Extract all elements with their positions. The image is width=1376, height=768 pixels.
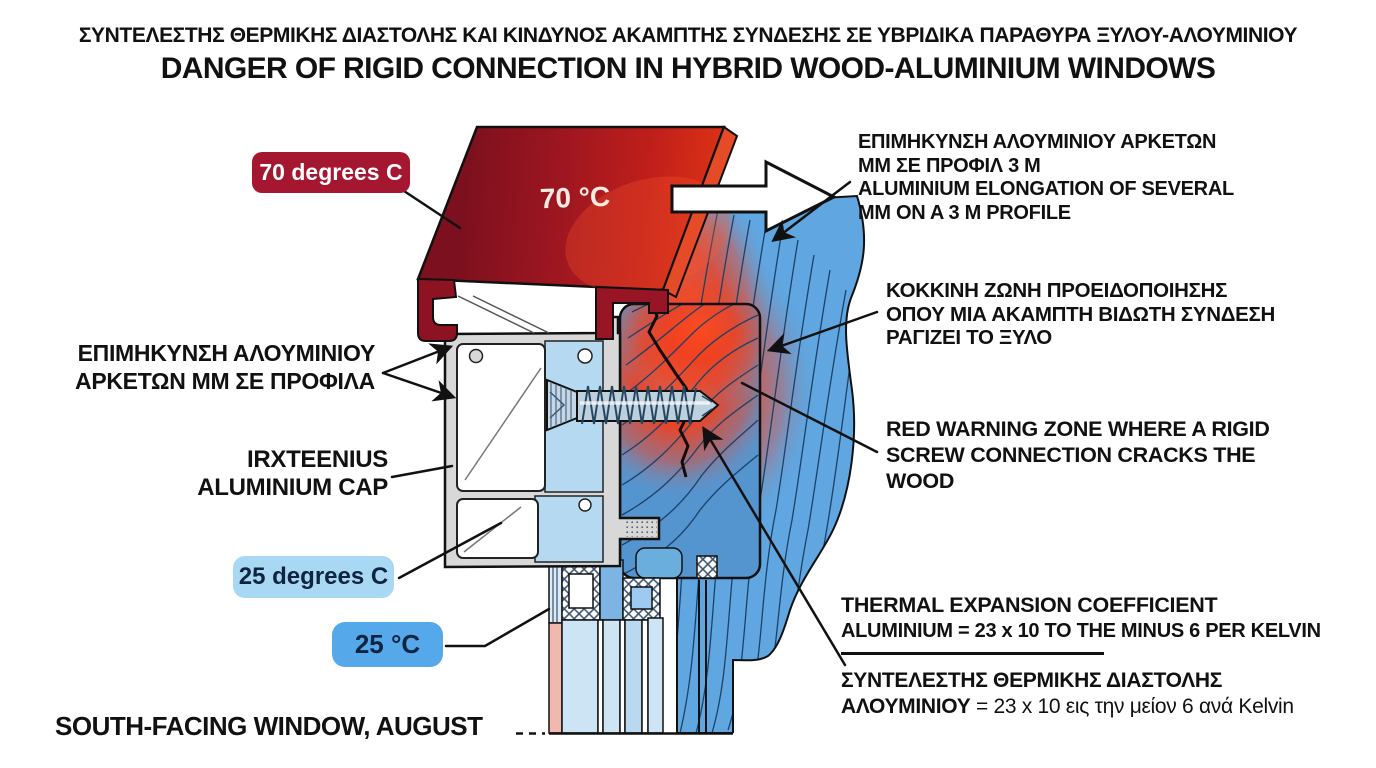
label-line: ΕΠΙΜΗΚΥΝΣΗ ΑΛΟΥΜΙΝΙΟΥ — [77, 340, 376, 366]
label-coefficient-english: THERMAL EXPANSION COEFFICIENT ALUMINIUM … — [841, 592, 1321, 644]
glass-pane — [602, 619, 621, 734]
label-line: ΡΑΓΙΖΕΙ ΤΟ ΞΥΛΟ — [886, 326, 1052, 349]
coefficient-greek-value: = 23 x 10 εις την μείον 6 ανά Kelvin — [970, 695, 1294, 718]
wood-sash-block — [618, 302, 762, 580]
leader-cool-left-badge — [397, 521, 503, 580]
cap-right-clamp — [595, 285, 669, 340]
clip-hook — [468, 348, 484, 364]
leader-right-elongation — [771, 180, 852, 243]
glass-pane — [561, 619, 599, 734]
coefficient-greek-bold: ΑΛΟΥΜΙΝΙΟΥ — [841, 695, 971, 718]
hot-temperature-badge: 70 degrees C — [252, 152, 410, 193]
label-line: ΚΟΚΚΙΝΗ ΖΩΝΗ ΠΡΟΕΙΔΟΠΟΙΗΣΗΣ — [886, 279, 1228, 302]
profile-tongue — [624, 521, 657, 537]
label-line: RED WARNING ZONE WHERE A RIGID — [886, 417, 1270, 441]
label-line: WOOD — [886, 469, 955, 493]
profile-chamber-lower — [456, 498, 539, 559]
label-line: ALUMINIUM = 23 x 10 TO THE MINUS 6 PER K… — [841, 620, 1321, 642]
label-line: THERMAL EXPANSION COEFFICIENT — [841, 593, 1218, 617]
seal-strip — [548, 564, 563, 624]
leader-cool-badge — [444, 607, 551, 648]
cap-temperature-text: 70 °C — [539, 181, 610, 214]
label-line: MM ON A 3 M PROFILE — [858, 201, 1071, 224]
title-greek: ΣΥΝΤΕΛΕΣΤΗΣ ΘΕΡΜΙΚΗΣ ΔΙΑΣΤΟΛΗΣ ΚΑΙ ΚΙΝΔΥ… — [78, 24, 1298, 47]
title-english: DANGER OF RIGID CONNECTION IN HYBRID WOO… — [160, 52, 1216, 85]
label-line: ΟΠΟΥ ΜΙΑ ΑΚΑΜΠΤΗ ΒΙΔΩΤΗ ΣΥΝΔΕΣΗ — [886, 302, 1276, 326]
label-line: ΑΡΚΕΤΩΝ ΜΜ ΣΕ ΠΡΟΦΙΛΑ — [75, 368, 375, 394]
label-right-elongation: ΕΠΙΜΗΚΥΝΣΗ ΑΛΟΥΜΙΝΙΟΥ ΑΡΚΕΤΩΝ ΜΜ ΣΕ ΠΡΟΦ… — [858, 131, 1234, 225]
leader-warning-greek — [766, 310, 879, 355]
profile-chamber-upper — [456, 343, 546, 492]
aluminium-cap: 70 °C — [416, 125, 739, 342]
leader-lines — [381, 180, 879, 667]
cap-left-clamp — [417, 277, 458, 342]
gap-reflection-lines — [457, 295, 550, 334]
label-line: SCREW CONNECTION CRACKS THE — [886, 443, 1256, 467]
leader-cap-label — [390, 464, 454, 479]
label-left-elongation: ΕΠΙΜΗΚΥΝΣΗ ΑΛΟΥΜΙΝΙΟΥ ΑΡΚΕΤΩΝ ΜΜ ΣΕ ΠΡΟΦ… — [55, 339, 375, 395]
label-line: ΣΥΝΤΕΛΕΣΤΗΣ ΘΕΡΜΙΚΗΣ ΔΙΑΣΤΟΛΗΣ — [841, 669, 1223, 692]
glass-pane — [624, 619, 643, 734]
glass-pane — [647, 617, 664, 734]
screw-threads — [581, 385, 697, 425]
glazing-unit — [516, 547, 733, 735]
label-warning-greek: ΚΟΚΚΙΝΗ ΖΩΝΗ ΠΡΟΕΙΔΟΠΟΙΗΣΗΣ ΟΠΟΥ ΜΙΑ ΑΚΑ… — [886, 279, 1275, 350]
label-warning-english: RED WARNING ZONE WHERE A RIGID SCREW CON… — [886, 416, 1270, 494]
label-line: ΜΜ ΣΕ ΠΡΟΦΙΛ 3 Μ — [858, 154, 1041, 177]
label-line: ΕΠΙΜΗΚΥΝΣΗ ΑΛΟΥΜΙΝΙΟΥ ΑΡΚΕΤΩΝ — [858, 131, 1217, 153]
label-coefficient-greek: ΣΥΝΤΕΛΕΣΤΗΣ ΘΕΡΜΙΚΗΣ ΔΙΑΣΤΟΛΗΣ ΑΛΟΥΜΙΝΙΟ… — [841, 668, 1294, 720]
label-line: ΑΛΟΥΜΙΝΙΟΥ = 23 x 10 εις την μείον 6 ανά… — [841, 694, 1294, 720]
coefficient-divider — [841, 652, 1104, 655]
leader-left-elongation-upper — [381, 343, 454, 375]
clip-hook — [577, 348, 593, 364]
heat-flow-arrow — [670, 159, 838, 234]
screw — [546, 378, 720, 432]
footer-caption: SOUTH-FACING WINDOW, AUGUST — [55, 711, 483, 741]
leader-left-elongation-lower — [381, 371, 457, 402]
cool-temperature-badge: 25 degrees C — [233, 556, 394, 598]
cool-surface-badge: 25 °C — [332, 622, 443, 667]
leader-hot-badge — [402, 189, 462, 230]
leader-coefficient — [702, 426, 847, 667]
glazing-bead — [599, 559, 624, 621]
label-line: ALUMINIUM CAP — [197, 474, 388, 501]
glass-strip-pink — [548, 622, 563, 734]
wood-crack — [647, 299, 692, 478]
label-line: IRXTEENIUS — [246, 446, 388, 473]
sash-lump — [635, 547, 683, 579]
leader-warning-english — [740, 381, 879, 454]
label-aluminium-cap: IRXTEENIUS ALUMINIUM CAP — [105, 446, 388, 502]
label-line: ALUMINIUM ELONGATION OF SEVERAL — [858, 178, 1234, 200]
